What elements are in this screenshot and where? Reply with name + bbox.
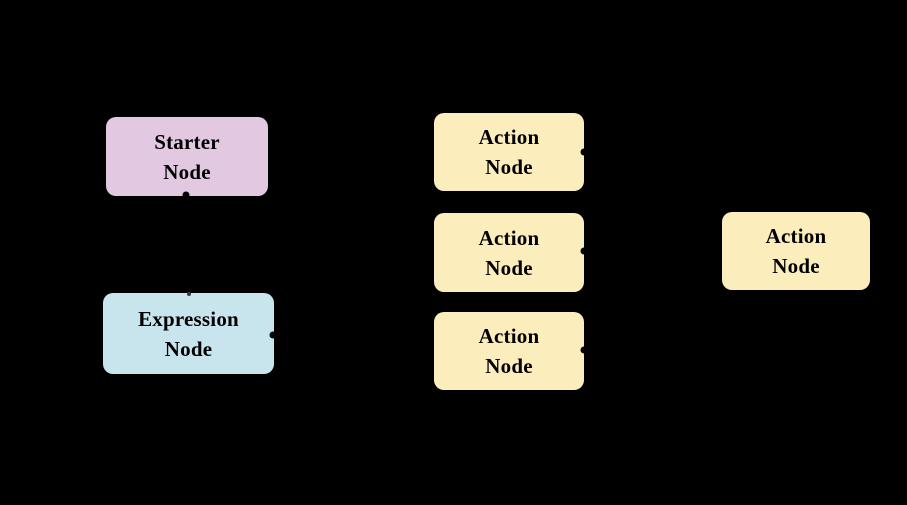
action-node-3-label: Action Node	[478, 324, 540, 378]
action-node-3: Action Node	[434, 312, 584, 390]
edge-endpoint-dot	[182, 191, 190, 199]
edge-endpoint-dot	[187, 292, 191, 296]
action-node-1-label: Action Node	[478, 125, 540, 179]
starter-node: Starter Node	[106, 117, 268, 196]
starter-node-label: Starter Node	[154, 129, 220, 184]
edge-endpoint-dot	[269, 331, 277, 339]
edge-endpoint-dot	[580, 346, 588, 354]
action-node-1: Action Node	[434, 113, 584, 191]
action-node-right-label: Action Node	[765, 224, 827, 278]
expression-node-label: Expression Node	[138, 306, 239, 361]
edge-endpoint-dot	[580, 148, 588, 156]
action-node-2-label: Action Node	[478, 225, 540, 280]
edge-endpoint-dot	[580, 247, 588, 255]
expression-node: Expression Node	[103, 293, 274, 374]
action-node-right: Action Node	[722, 212, 870, 290]
action-node-2: Action Node	[434, 213, 584, 292]
